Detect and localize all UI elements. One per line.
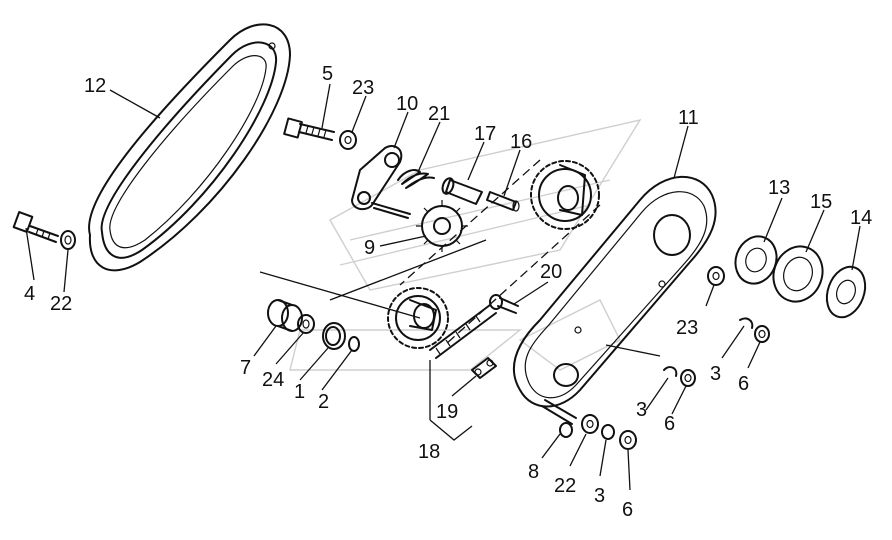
- watermark-logo: [289, 118, 642, 371]
- callout-17: 17: [474, 123, 496, 145]
- callout-6-upper: 6: [738, 373, 749, 395]
- pin-16: [486, 191, 520, 212]
- washer-22-left: [60, 230, 76, 250]
- washer-23-top: [339, 130, 357, 150]
- callout-6-middle: 6: [664, 413, 675, 435]
- callout-9: 9: [364, 237, 375, 259]
- clip-3-lower: [601, 424, 615, 440]
- callout-3-upper: 3: [710, 363, 721, 385]
- stud-20: [489, 294, 519, 314]
- sprocket-upper: [530, 160, 600, 230]
- bolt-8: [541, 399, 577, 438]
- callout-22-left: 22: [50, 293, 72, 315]
- callout-3-middle: 3: [636, 399, 647, 421]
- clip-3-middle: [663, 366, 678, 377]
- washer-23-right: [707, 266, 725, 286]
- callout-18: 18: [418, 441, 440, 463]
- disc-13: [734, 235, 778, 285]
- bolt-5: [283, 117, 335, 141]
- callout-16: 16: [510, 131, 532, 153]
- callout-23-top: 23: [352, 77, 374, 99]
- leader-lines: [25, 83, 861, 491]
- callout-14: 14: [850, 207, 872, 229]
- callout-24: 24: [262, 369, 284, 391]
- clip-3-upper: [739, 317, 754, 329]
- clip-2: [348, 336, 360, 352]
- callout-3-lower: 3: [594, 485, 605, 507]
- sprocket-9: [416, 200, 468, 252]
- callout-4: 4: [24, 283, 35, 305]
- callout-20: 20: [540, 261, 562, 283]
- callout-11: 11: [678, 107, 699, 129]
- callout-10: 10: [396, 93, 418, 115]
- callout-13: 13: [768, 177, 790, 199]
- belt-12: [88, 23, 291, 272]
- bearing-7: [267, 299, 303, 332]
- nut-6-lower: [619, 430, 637, 450]
- sprocket-lower: [387, 287, 449, 349]
- callout-2: 2: [318, 391, 329, 413]
- callout-6-lower: 6: [622, 499, 633, 521]
- bolt-4: [12, 211, 59, 243]
- sleeve-17: [441, 177, 483, 205]
- nut-6-upper: [754, 325, 770, 343]
- callout-7: 7: [240, 357, 251, 379]
- chain-cover-11: [512, 175, 717, 408]
- seal-1: [322, 322, 346, 350]
- callout-15: 15: [810, 191, 832, 213]
- callout-19: 19: [436, 401, 458, 423]
- disc-14: [825, 265, 867, 319]
- callout-21: 21: [428, 103, 450, 125]
- callout-22-lower: 22: [554, 475, 576, 497]
- link-19: [471, 357, 497, 379]
- nut-6-middle: [680, 369, 696, 387]
- callout-labels: 12 5 23 10 21 17 16 11 13 15 14 4 22 9 2…: [24, 63, 872, 521]
- ring-24: [297, 314, 315, 334]
- callout-8: 8: [528, 461, 539, 483]
- washer-22-lower: [581, 414, 599, 434]
- tensioner-arm-10: [351, 144, 411, 219]
- callout-12: 12: [84, 75, 106, 97]
- callout-5: 5: [322, 63, 333, 85]
- callout-1: 1: [294, 381, 305, 403]
- callout-23-right: 23: [676, 317, 698, 339]
